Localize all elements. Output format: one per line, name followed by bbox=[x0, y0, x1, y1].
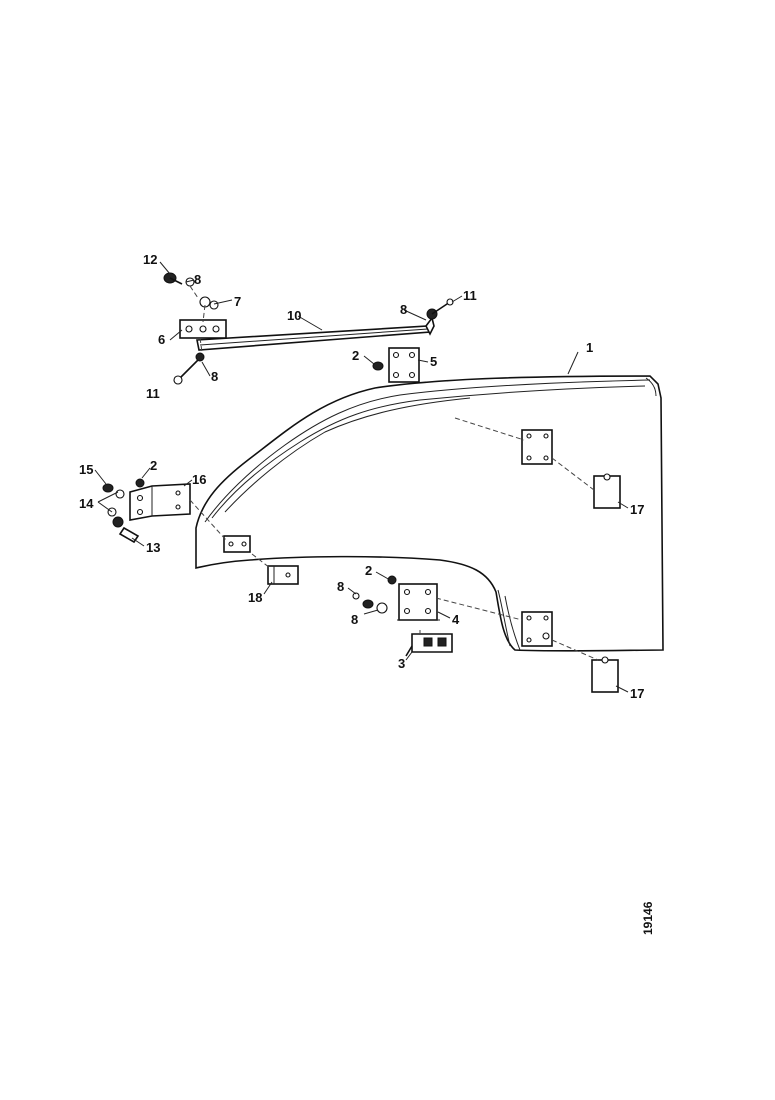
callout-14: 14 bbox=[79, 496, 94, 511]
fender-mounting-pad-upper bbox=[521, 429, 553, 465]
callout-6: 6 bbox=[158, 332, 165, 347]
callout-10: 10 bbox=[287, 308, 301, 323]
callout-2-left: 2 bbox=[150, 458, 157, 473]
support-bar bbox=[196, 316, 435, 351]
callout-16: 16 bbox=[192, 472, 206, 487]
callout-2-bottom: 2 bbox=[365, 563, 372, 578]
bracket-18 bbox=[267, 565, 299, 585]
callout-labels: 1 12 8 7 8 11 10 6 2 5 11 8 15 2 16 14 1… bbox=[79, 252, 644, 701]
fender-mounting-pad-front bbox=[223, 535, 251, 553]
callout-13: 13 bbox=[146, 540, 160, 555]
bracket-3 bbox=[405, 633, 453, 657]
side-plate-17-upper bbox=[593, 473, 621, 509]
callout-2-top: 2 bbox=[352, 348, 359, 363]
callout-8-d: 8 bbox=[337, 579, 344, 594]
screw-2-upper bbox=[372, 361, 384, 371]
alignment-lines bbox=[189, 285, 599, 661]
callout-15: 15 bbox=[79, 462, 93, 477]
fender-mounting-pad-lower bbox=[521, 611, 553, 647]
callout-1: 1 bbox=[586, 340, 593, 355]
bolt-12 bbox=[163, 272, 183, 285]
callout-12: 12 bbox=[143, 252, 157, 267]
bolt-11-lower bbox=[173, 352, 205, 385]
callout-8-a: 8 bbox=[194, 272, 201, 287]
callout-18: 18 bbox=[248, 590, 262, 605]
figure-reference-number: 19146 bbox=[641, 901, 655, 935]
leader-lines bbox=[94, 261, 629, 693]
mounting-plate-4 bbox=[397, 583, 440, 621]
side-plate-17-lower bbox=[591, 656, 619, 693]
callout-8-c: 8 bbox=[211, 369, 218, 384]
callout-3: 3 bbox=[398, 656, 405, 671]
mounting-plate-5 bbox=[388, 347, 420, 383]
fender-panel bbox=[195, 375, 664, 652]
callout-11-a: 11 bbox=[463, 288, 477, 303]
callout-17-b: 17 bbox=[630, 686, 644, 701]
support-bracket-6 bbox=[179, 319, 227, 339]
callout-5: 5 bbox=[430, 354, 437, 369]
callout-11-b: 11 bbox=[146, 386, 160, 401]
nut-7 bbox=[199, 296, 219, 310]
fasteners-lower bbox=[352, 575, 397, 614]
callout-17-a: 17 bbox=[630, 502, 644, 517]
callout-7: 7 bbox=[234, 294, 241, 309]
bolt-11-upper bbox=[426, 298, 454, 320]
callout-4: 4 bbox=[452, 612, 460, 627]
callout-8-e: 8 bbox=[351, 612, 358, 627]
bracket-16 bbox=[129, 483, 191, 521]
callout-8-b: 8 bbox=[400, 302, 407, 317]
